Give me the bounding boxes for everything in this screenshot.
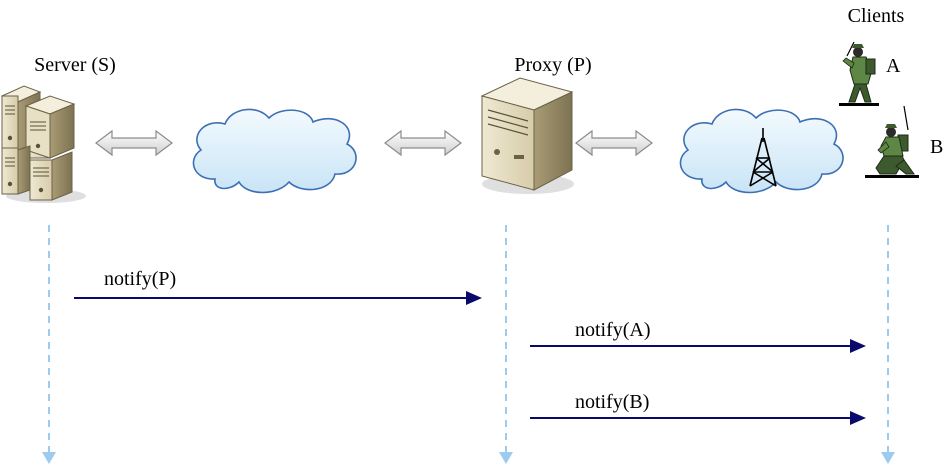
double-arrow-icon (384, 130, 462, 156)
message-notify-b: notify(B) (530, 391, 866, 425)
soldier-standing-icon (839, 41, 879, 106)
cloud-icon (192, 108, 357, 194)
server-tower-icon (480, 77, 574, 194)
double-arrow-icon (95, 130, 173, 156)
message-label: notify(A) (575, 319, 651, 341)
soldier-kneeling-icon (865, 105, 919, 178)
proxy-label: Proxy (P) (514, 54, 591, 76)
lifeline-server (42, 225, 56, 464)
message-label: notify(P) (104, 268, 176, 290)
lifeline-proxy (499, 225, 513, 464)
clients-label: Clients (848, 5, 905, 27)
double-arrow-icon (575, 130, 653, 156)
message-label: notify(B) (575, 391, 649, 413)
client-b-label: B (930, 136, 943, 158)
message-notify-a: notify(A) (530, 319, 866, 353)
wireless-cloud-icon (679, 108, 844, 194)
antenna-tower-icon (749, 128, 777, 187)
message-notify-p: notify(P) (74, 268, 482, 305)
lifeline-clients (881, 225, 895, 464)
server-rack-icon (0, 85, 86, 203)
server-label: Server (S) (34, 54, 116, 76)
client-a-label: A (886, 55, 901, 77)
